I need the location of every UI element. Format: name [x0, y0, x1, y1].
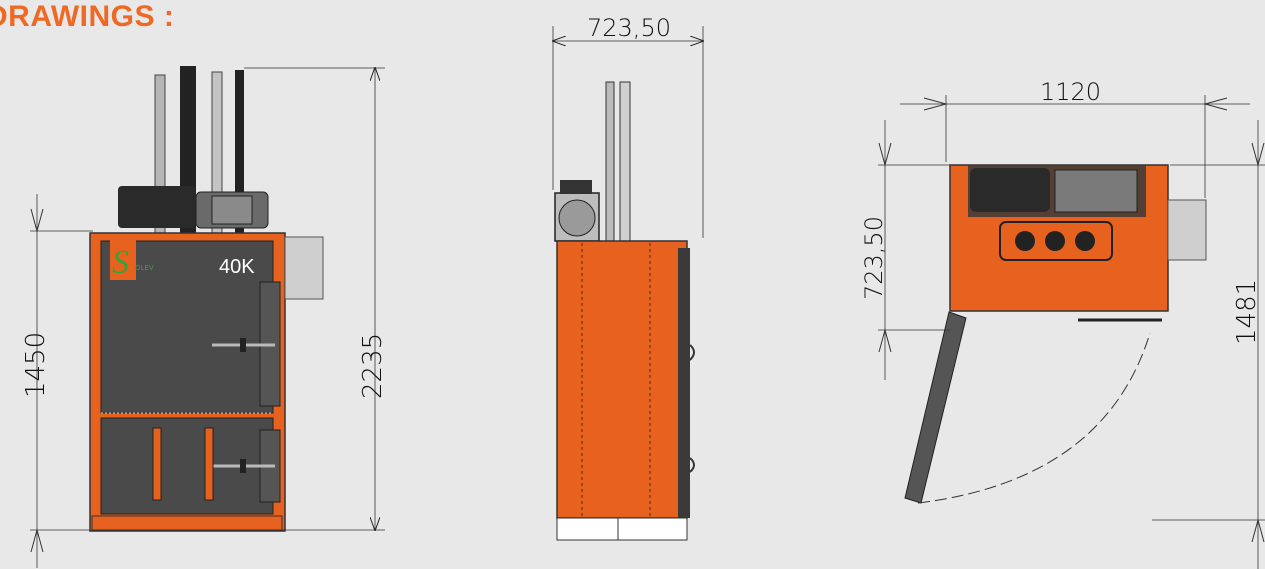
logo-text: OLEV: [135, 264, 154, 272]
dim-top-width: 1120: [1040, 78, 1101, 106]
page-heading: DRAWINGS :: [0, 0, 175, 33]
dim-side-depth: 723,50: [587, 14, 671, 42]
logo-s-glyph: S: [112, 244, 129, 281]
top-view: 1120 723,50 1481: [860, 78, 1265, 569]
front-view: S OLEV 40K 2235 1450: [21, 66, 388, 568]
dim-top-open-depth: 1481: [1232, 279, 1262, 345]
dim-height-body: 1450: [21, 332, 51, 398]
model-label: 40K: [219, 256, 255, 278]
dim-top-depth: 723,50: [860, 216, 888, 300]
side-view: 723,50: [553, 14, 703, 541]
dim-height-total: 2235: [358, 333, 388, 399]
